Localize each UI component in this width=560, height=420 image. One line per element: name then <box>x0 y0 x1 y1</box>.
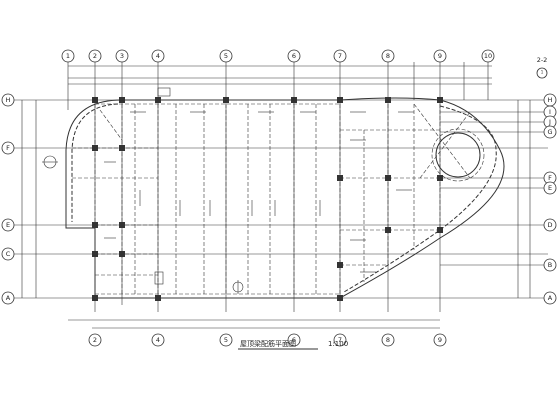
top-axis-6-label: 6 <box>292 52 296 60</box>
elevation-markers <box>42 87 244 294</box>
top-axis-4-bubble <box>151 49 165 63</box>
top-axis-9-label: 9 <box>438 52 442 60</box>
top-axis-10-label: 10 <box>484 52 492 60</box>
bottom-axis-8-bubble <box>381 333 395 347</box>
bottom-axis-4-bubble <box>151 333 165 347</box>
top-axis-7-bubble <box>333 49 347 63</box>
right-axis-D-bubble <box>543 218 557 232</box>
left-axis-F-label: F <box>6 144 10 152</box>
drawing-title: 屋顶梁配筋平面图 <box>240 339 296 348</box>
right-axis-D-label: D <box>547 221 552 229</box>
top-axis-5-bubble <box>219 49 233 63</box>
top-axis-1-label: 1 <box>66 52 70 60</box>
top-axis-8-bubble <box>381 49 395 63</box>
left-axis-A-label: A <box>6 294 11 302</box>
left-axis-E-bubble <box>1 218 15 232</box>
horizontal-grid-axes <box>14 99 548 299</box>
bottom-axis-7-bubble <box>333 333 347 347</box>
bottom-axis-2-bubble <box>88 333 102 347</box>
right-dimension-lines <box>517 100 531 298</box>
left-axis-C-label: C <box>6 250 11 258</box>
right-axis-B-bubble <box>543 258 557 272</box>
bottom-axis-9-label: 9 <box>438 336 442 344</box>
left-dimension-lines <box>21 100 37 298</box>
top-axis-bubbles: 1 2 3 4 5 6 7 8 9 10 <box>61 49 495 63</box>
columns <box>92 97 443 301</box>
bottom-dimension-lines <box>68 319 440 329</box>
right-axis-I-label: I <box>549 108 551 116</box>
bottom-axis-7-label: 7 <box>338 336 342 344</box>
drawing-title-block: 屋顶梁配筋平面图 1:100 <box>238 339 348 350</box>
beams <box>72 103 471 295</box>
bottom-axis-2-label: 2 <box>93 336 97 344</box>
bottom-axis-9-bubble <box>433 333 447 347</box>
right-axis-E-bubble <box>543 181 557 195</box>
circular-opening <box>431 128 485 182</box>
bottom-axis-6-bubble <box>287 333 301 347</box>
top-axis-1-bubble <box>61 49 75 63</box>
top-axis-9-bubble <box>433 49 447 63</box>
right-axis-E-label: E <box>548 184 552 192</box>
right-axis-F-label: F <box>548 174 552 182</box>
building-outline <box>65 97 505 299</box>
left-axis-F-bubble <box>1 141 15 155</box>
right-axis-A-label: A <box>548 294 553 302</box>
bottom-axis-6-label: 6 <box>292 336 296 344</box>
right-axis-G-label: G <box>547 128 552 136</box>
right-axis-B-label: B <box>548 261 552 269</box>
bottom-axis-8-label: 8 <box>386 336 390 344</box>
left-axis-H-bubble <box>1 93 15 107</box>
top-axis-8-label: 8 <box>386 52 390 60</box>
top-axis-3-bubble <box>115 49 129 63</box>
left-axis-H-label: H <box>6 96 11 104</box>
top-axis-10-bubble <box>481 49 495 63</box>
top-axis-4-label: 4 <box>156 52 160 60</box>
beam-annotations <box>104 111 414 273</box>
right-axis-J-label: J <box>548 118 551 126</box>
left-axis-bubbles: H F E C A <box>1 93 15 305</box>
top-axis-2-bubble <box>88 49 102 63</box>
top-axis-6-bubble <box>287 49 301 63</box>
top-axis-2-label: 2 <box>93 52 97 60</box>
drawing-scale: 1:100 <box>328 340 348 348</box>
right-axis-H-label: H <box>548 96 553 104</box>
bottom-axis-5-label: 5 <box>224 336 228 344</box>
section-mark: 1 <box>541 70 544 76</box>
right-axis-G-bubble <box>543 125 557 139</box>
bottom-axis-bubbles: 2 4 5 6 7 8 9 <box>88 333 447 347</box>
left-axis-E-label: E <box>6 221 10 229</box>
bottom-axis-5-bubble <box>219 333 233 347</box>
top-axis-7-label: 7 <box>338 52 342 60</box>
bottom-axis-4-label: 4 <box>156 336 160 344</box>
left-axis-A-bubble <box>1 291 15 305</box>
corner-label: 2-2 <box>537 56 548 64</box>
top-axis-5-label: 5 <box>224 52 228 60</box>
left-axis-C-bubble <box>1 247 15 261</box>
right-axis-A-bubble <box>543 291 557 305</box>
section-callout: 2-2 1 <box>536 56 548 79</box>
top-axis-3-label: 3 <box>120 52 124 60</box>
top-dimension-lines <box>68 65 492 85</box>
